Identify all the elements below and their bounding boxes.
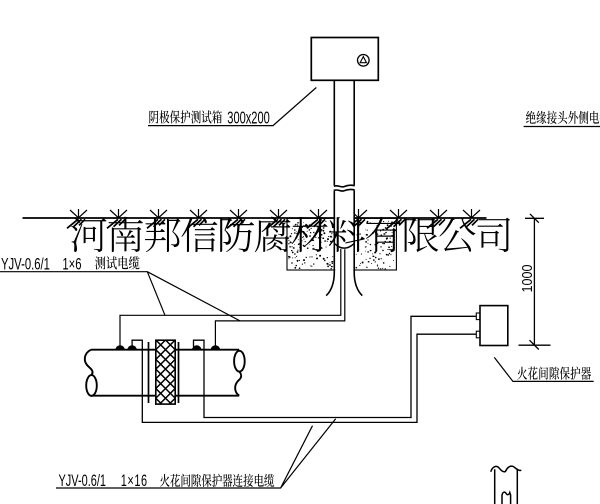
- svg-text:YJV-0.6/1: YJV-0.6/1: [59, 470, 107, 489]
- svg-text:1×6: 1×6: [62, 256, 81, 275]
- svg-text:1000: 1000: [518, 264, 535, 292]
- svg-text:300x200: 300x200: [227, 109, 269, 128]
- svg-text:YJV-0.6/1: YJV-0.6/1: [1, 256, 50, 275]
- svg-text:1×16: 1×16: [121, 470, 148, 489]
